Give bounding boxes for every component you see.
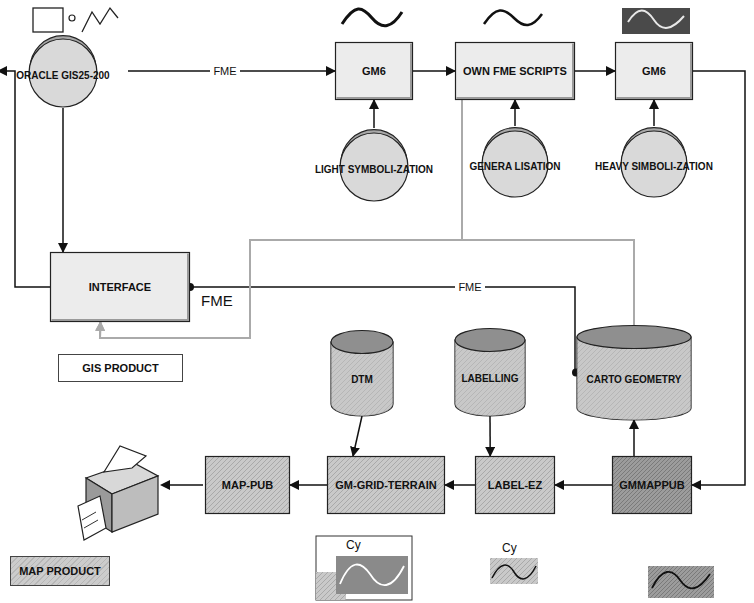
polygon-icon bbox=[33, 8, 63, 32]
output-arrowhead bbox=[160, 480, 170, 490]
connector bbox=[445, 484, 475, 486]
node-label: GM-GRID-TERRAIN bbox=[335, 479, 436, 492]
connector bbox=[575, 70, 615, 72]
map-sample bbox=[648, 566, 714, 598]
process-box: GMMAPPUB bbox=[612, 456, 692, 514]
connector bbox=[653, 100, 655, 126]
process-box: LABEL-EZ bbox=[475, 456, 555, 514]
legend-swatch: GIS PRODUCT bbox=[58, 354, 183, 382]
node-outline bbox=[454, 328, 526, 416]
line-sample bbox=[484, 10, 542, 25]
map-sample bbox=[652, 572, 710, 589]
note-label: FME bbox=[201, 292, 233, 309]
node-label: LIGHT SYMBOLI-ZATION bbox=[315, 164, 433, 176]
edge-label: FME bbox=[210, 65, 239, 77]
node-label: HEAVY SIMBOLI-ZATION bbox=[595, 161, 713, 173]
map-sample bbox=[336, 556, 408, 594]
connector bbox=[290, 484, 327, 486]
connector bbox=[692, 71, 745, 485]
node-label: MAP-PUB bbox=[222, 479, 273, 492]
legend-label: GIS PRODUCT bbox=[82, 362, 158, 374]
symbol-sample bbox=[622, 8, 690, 34]
process-disk: LIGHT SYMBOLI-ZATION bbox=[293, 128, 455, 202]
legend-label: MAP PRODUCT bbox=[19, 565, 101, 577]
process-box: GM6 bbox=[335, 42, 413, 100]
connector bbox=[373, 100, 375, 128]
map-sample bbox=[492, 565, 536, 579]
output-line bbox=[166, 484, 203, 486]
node-label: INTERFACE bbox=[89, 281, 151, 294]
node-label: CARTO GEOMETRY bbox=[586, 374, 681, 386]
process-box: MAP-PUB bbox=[205, 456, 290, 514]
connector bbox=[633, 420, 635, 456]
node-label: LABELLING bbox=[461, 373, 518, 385]
connector bbox=[555, 484, 612, 486]
node-label: GM6 bbox=[362, 65, 386, 78]
node-label: ORACLE GIS25-200 bbox=[16, 70, 109, 82]
connector bbox=[62, 108, 64, 252]
process-box: INTERFACE bbox=[50, 252, 190, 322]
line-sample bbox=[342, 9, 402, 26]
node-outline bbox=[330, 330, 394, 416]
node-label: GENERA LISATION bbox=[469, 161, 560, 173]
map-sample bbox=[340, 565, 404, 586]
node-label: DTM bbox=[351, 374, 373, 386]
node-label: GMMAPPUB bbox=[619, 479, 684, 492]
process-box: GM6 bbox=[615, 42, 693, 100]
note-label: Cy bbox=[502, 541, 517, 555]
node-outline bbox=[576, 325, 692, 420]
point-icon bbox=[69, 15, 75, 21]
connector bbox=[413, 70, 455, 72]
line-icon bbox=[82, 8, 118, 32]
connector bbox=[353, 416, 362, 456]
data-cylinder: LABELLING bbox=[454, 328, 526, 416]
printer-icon bbox=[78, 446, 158, 540]
map-sample bbox=[316, 536, 412, 600]
data-cylinder: CARTO GEOMETRY bbox=[576, 325, 692, 420]
process-box: GM-GRID-TERRAIN bbox=[327, 456, 445, 514]
process-disk: ORACLE GIS25-200 bbox=[0, 34, 128, 108]
node-label: OWN FME SCRIPTS bbox=[463, 65, 567, 78]
note-label: Cy bbox=[346, 538, 361, 552]
connector bbox=[489, 416, 491, 456]
map-sample bbox=[490, 558, 538, 584]
connector bbox=[514, 100, 516, 126]
connector bbox=[0, 71, 50, 287]
legend-swatch: MAP PRODUCT bbox=[10, 556, 110, 586]
process-disk: GENERA LISATION bbox=[452, 126, 578, 198]
process-box: OWN FME SCRIPTS bbox=[455, 42, 575, 100]
node-label: GM6 bbox=[642, 65, 666, 78]
node-label: LABEL-EZ bbox=[488, 479, 542, 492]
edge-label: FME bbox=[455, 281, 484, 293]
symbol-sample bbox=[628, 11, 684, 28]
data-cylinder: DTM bbox=[330, 330, 394, 416]
process-disk: HEAVY SIMBOLI-ZATION bbox=[573, 126, 735, 198]
